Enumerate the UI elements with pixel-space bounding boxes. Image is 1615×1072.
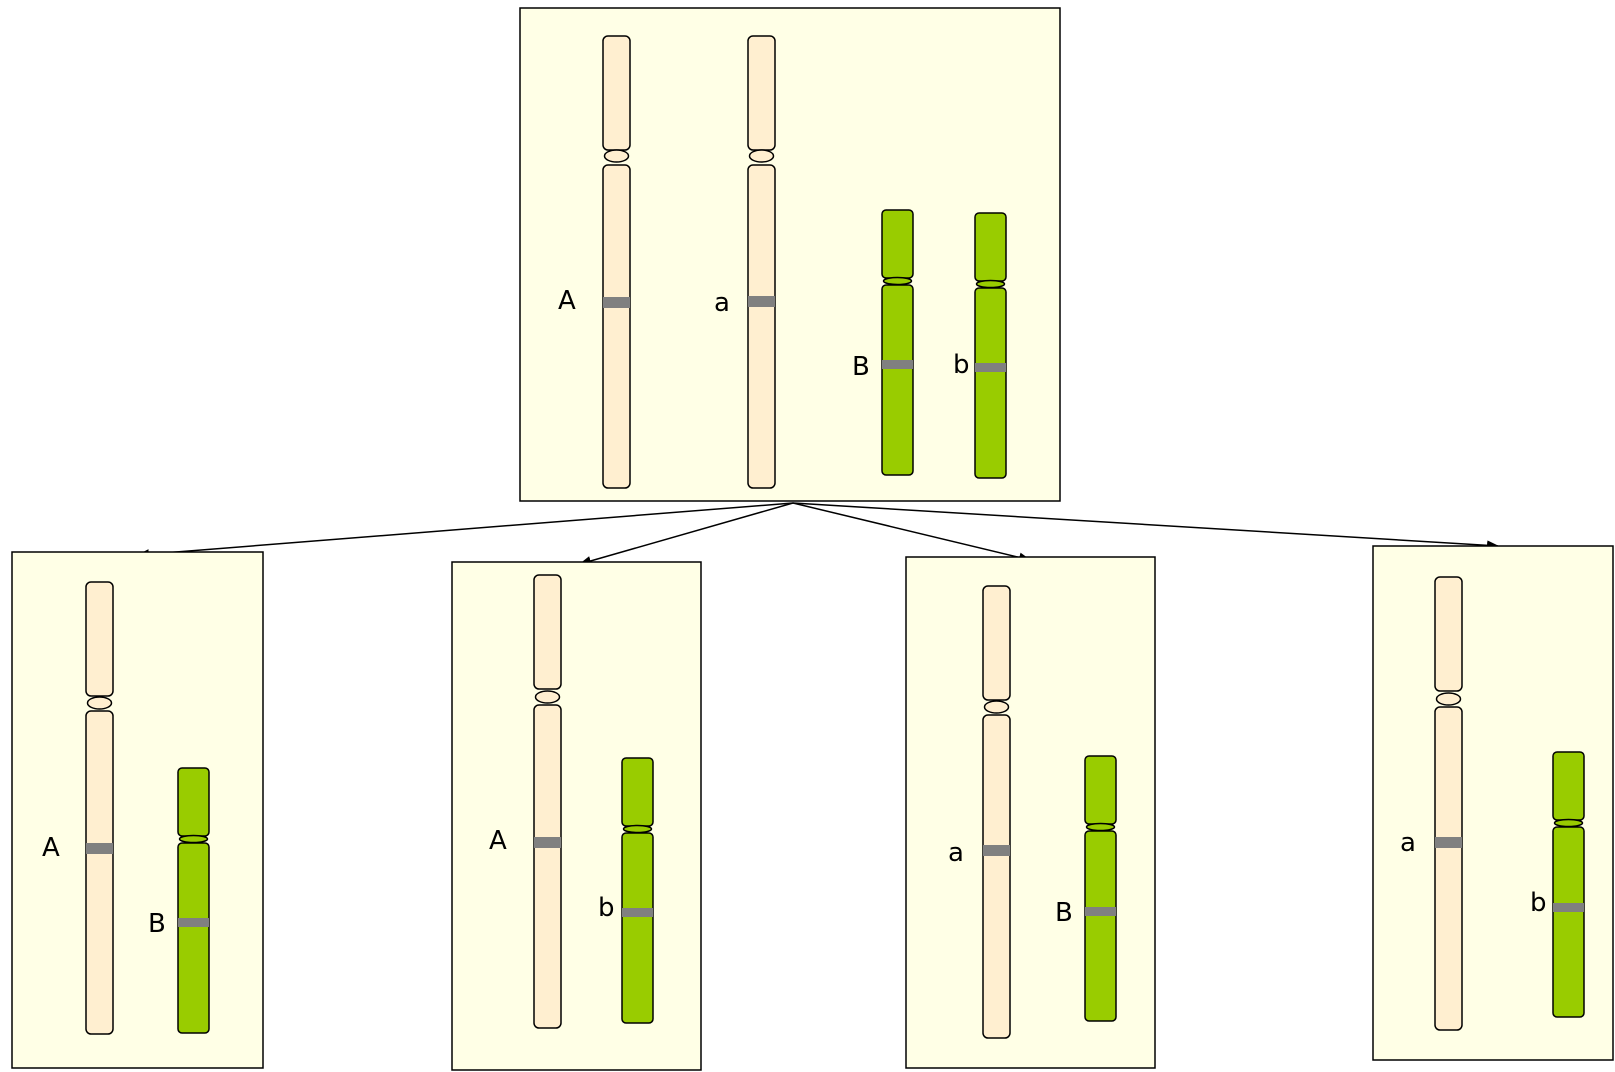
centromere	[983, 700, 1010, 714]
centromere	[882, 276, 913, 286]
arrow-to-cell-4	[792, 502, 1499, 551]
allele-label: A	[558, 286, 576, 316]
chromosome-arm-short	[602, 35, 631, 151]
allele-label: B	[148, 909, 166, 939]
chromosome-arm-long	[602, 164, 631, 489]
daughter-cell-box	[451, 561, 702, 1071]
chromosome-large-a	[1434, 576, 1463, 1031]
chromosome-arm-long	[1552, 826, 1585, 1018]
chromosome-large-A	[85, 581, 114, 1035]
chromosome-large-a	[982, 585, 1011, 1039]
allele-label: A	[489, 826, 507, 856]
gene-locus	[1085, 907, 1116, 916]
daughter-cell-box	[11, 551, 264, 1069]
chromosome-arm-long	[1084, 830, 1117, 1022]
chromosome-small-b	[974, 212, 1007, 479]
gene-locus	[1435, 837, 1462, 848]
centromere	[1085, 822, 1116, 832]
gene-locus	[882, 360, 913, 369]
centromere	[1435, 692, 1462, 706]
daughter-cell-4: a b	[1372, 545, 1614, 1061]
centromere	[178, 834, 209, 844]
centromere	[622, 824, 653, 834]
arrows	[137, 502, 1499, 566]
chromosome-arm-long	[747, 164, 776, 489]
daughter-cell-1: A B	[11, 551, 264, 1069]
daughter-cell-2: A b	[451, 561, 702, 1071]
allele-label: a	[714, 288, 730, 318]
chromosome-arm-long	[177, 842, 210, 1034]
centromere	[534, 690, 561, 704]
allele-label: A	[42, 833, 60, 863]
allele-label: b	[598, 893, 615, 923]
chromosome-arm-short	[533, 574, 562, 690]
chromosome-arm-short	[747, 35, 776, 151]
centromere	[975, 279, 1006, 289]
chromosome-arm-long	[1434, 706, 1463, 1031]
chromosome-arm-short	[621, 757, 654, 827]
allele-label: b	[953, 350, 970, 380]
chromosome-arm-long	[85, 710, 114, 1035]
chromosome-arm-short	[1552, 751, 1585, 821]
chromosome-arm-short	[881, 209, 914, 279]
arrow-to-cell-3	[792, 502, 1031, 563]
gene-locus	[975, 363, 1006, 372]
chromosome-small-b	[1552, 751, 1585, 1018]
gene-locus	[983, 845, 1010, 856]
gene-locus	[748, 296, 775, 307]
chromosome-arm-short	[982, 585, 1011, 701]
gene-locus	[603, 297, 630, 308]
centromere	[86, 696, 113, 710]
gene-locus	[534, 837, 561, 848]
chromosome-arm-short	[974, 212, 1007, 282]
chromosome-arm-short	[85, 581, 114, 697]
daughter-cell-box	[905, 556, 1156, 1069]
allele-label: b	[1530, 888, 1547, 918]
gene-locus	[1553, 903, 1584, 912]
chromosome-large-A	[533, 574, 562, 1029]
chromosome-large-A	[602, 35, 631, 489]
allele-label: a	[948, 838, 964, 868]
chromosome-arm-long	[533, 704, 562, 1029]
chromosome-arm-long	[982, 714, 1011, 1039]
chromosome-small-B	[881, 209, 914, 476]
arrow-to-cell-2	[579, 502, 794, 566]
centromere	[603, 149, 630, 163]
daughter-cell-3: a B	[905, 556, 1156, 1069]
allele-label: a	[1400, 828, 1416, 858]
chromosome-arm-short	[177, 767, 210, 837]
centromere	[748, 149, 775, 163]
chromosome-large-a	[747, 35, 776, 489]
arrow-to-cell-1	[137, 502, 794, 560]
chromosome-small-B	[1084, 755, 1117, 1022]
chromosome-small-B	[177, 767, 210, 1034]
chromosome-arm-short	[1434, 576, 1463, 692]
chromosome-arm-long	[621, 832, 654, 1024]
allele-label: B	[1055, 898, 1073, 928]
centromere	[1553, 818, 1584, 828]
chromosome-small-b	[621, 757, 654, 1024]
allele-label: B	[852, 352, 870, 382]
chromosome-arm-long	[881, 284, 914, 476]
chromosome-arm-short	[1084, 755, 1117, 825]
gene-locus	[178, 918, 209, 927]
gene-locus	[86, 843, 113, 854]
gene-locus	[622, 908, 653, 917]
parent-cell: A a B b	[519, 7, 1061, 502]
chromosome-arm-long	[974, 287, 1007, 479]
